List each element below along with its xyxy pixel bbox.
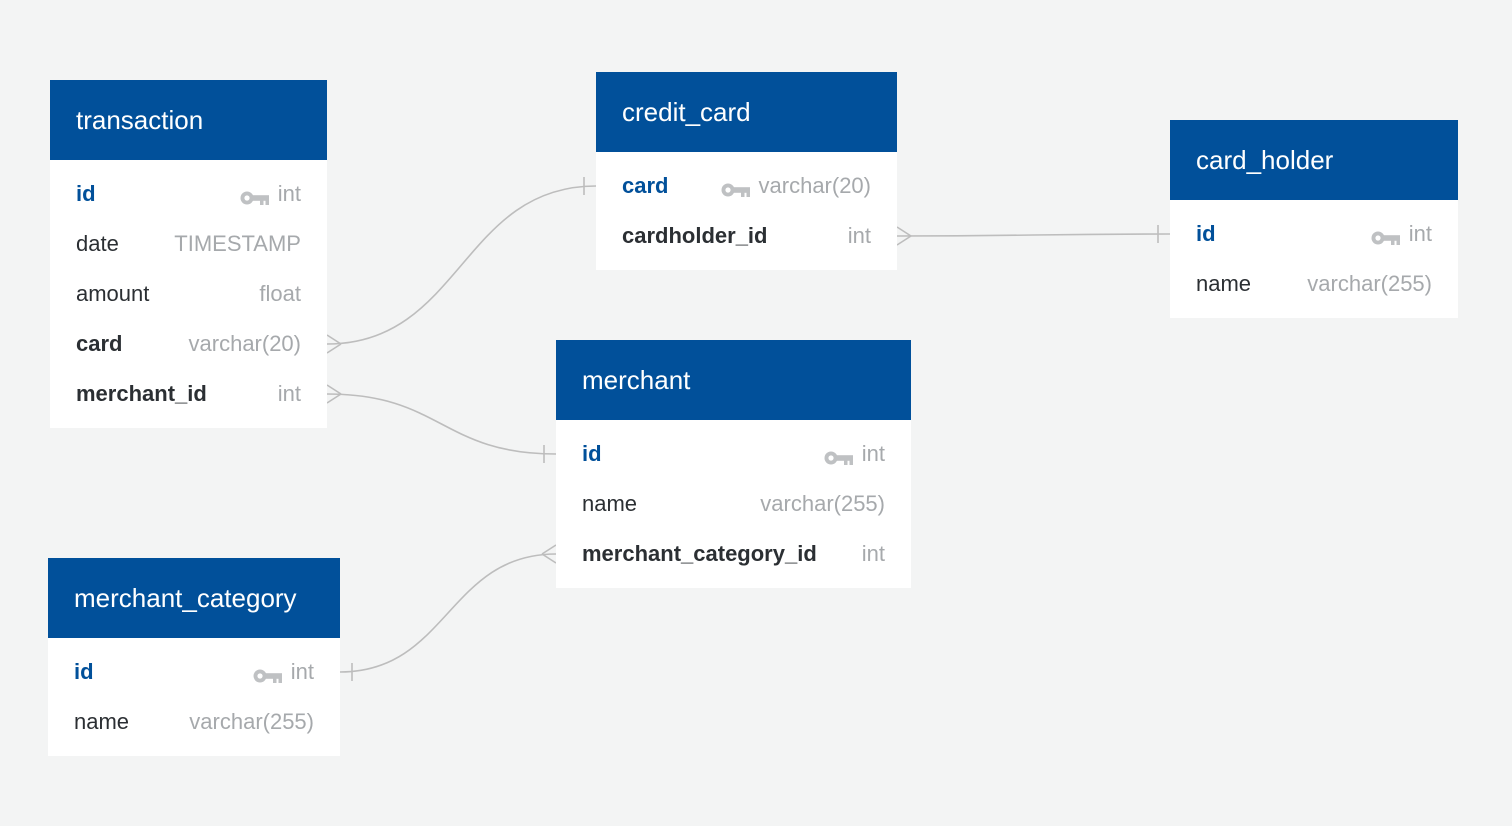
column-meta: int xyxy=(278,381,301,407)
column-type: varchar(255) xyxy=(760,491,885,516)
column-type: int xyxy=(861,441,885,466)
table-columns: card varchar(20) cardholder_id int xyxy=(596,152,897,270)
column-name: id xyxy=(76,181,96,206)
column-meta: int xyxy=(862,541,885,567)
table-columns: id int name varchar(255) merchant_category_i… xyxy=(556,420,911,588)
column-name: amount xyxy=(76,281,150,306)
column-row[interactable]: name varchar(255) xyxy=(1170,259,1458,309)
column-meta: varchar(255) xyxy=(760,491,885,517)
column-name: name xyxy=(74,709,130,734)
column-meta: varchar(20) xyxy=(721,173,871,199)
column-name: id xyxy=(582,441,602,466)
table-title: merchant_category xyxy=(48,558,340,638)
crows-foot-icon xyxy=(541,544,557,564)
relationship-connector xyxy=(896,225,1171,246)
column-row[interactable]: id int xyxy=(556,429,911,479)
column-meta: varchar(20) xyxy=(189,331,301,357)
column-type: int xyxy=(861,541,885,566)
column-type: int xyxy=(1408,221,1432,246)
connector-line xyxy=(326,393,557,455)
column-row[interactable]: date TIMESTAMP xyxy=(50,219,327,269)
column-meta: TIMESTAMP xyxy=(174,231,301,257)
column-name: card xyxy=(76,331,123,356)
column-row[interactable]: id int xyxy=(1170,209,1458,259)
column-name: name xyxy=(1196,271,1252,296)
relationship-connector xyxy=(326,177,597,354)
column-type: int xyxy=(847,223,871,248)
column-type: int xyxy=(277,181,301,206)
column-name: name xyxy=(582,491,638,516)
column-type: varchar(20) xyxy=(188,331,301,356)
relationship-connector xyxy=(339,544,557,681)
column-meta: int xyxy=(253,659,314,685)
relationship-connector xyxy=(326,384,557,463)
column-meta: varchar(255) xyxy=(189,709,314,735)
table-title: credit_card xyxy=(596,72,897,152)
table-title: transaction xyxy=(50,80,327,160)
column-row[interactable]: merchant_id int xyxy=(50,369,327,419)
column-type: varchar(20) xyxy=(758,173,871,198)
column-type: varchar(255) xyxy=(1307,271,1432,296)
table-merchant[interactable]: merchant id int name varchar(255) merchant_ca… xyxy=(556,340,911,588)
column-name: merchant_id xyxy=(76,381,207,406)
table-columns: id int date TIMESTAMP amount float card varchar… xyxy=(50,160,327,428)
key-icon xyxy=(240,186,270,205)
table-title: card_holder xyxy=(1170,120,1458,200)
key-icon xyxy=(253,664,283,683)
column-meta: float xyxy=(259,281,301,307)
column-name: card xyxy=(622,173,669,198)
column-row[interactable]: card varchar(20) xyxy=(596,161,897,211)
column-meta: int xyxy=(824,441,885,467)
table-columns: id int name varchar(255) xyxy=(1170,200,1458,318)
column-type: int xyxy=(277,381,301,406)
key-icon xyxy=(824,446,854,465)
column-row[interactable]: amount float xyxy=(50,269,327,319)
crows-foot-icon xyxy=(896,226,912,246)
table-title: merchant xyxy=(556,340,911,420)
column-meta: int xyxy=(1371,221,1432,247)
key-icon xyxy=(1371,226,1401,245)
key-icon xyxy=(721,178,751,197)
column-meta: varchar(255) xyxy=(1307,271,1432,297)
table-transaction[interactable]: transaction id int date TIMESTAMP amount float… xyxy=(50,80,327,428)
connector-line xyxy=(326,185,597,345)
column-row[interactable]: name varchar(255) xyxy=(556,479,911,529)
column-row[interactable]: cardholder_id int xyxy=(596,211,897,261)
column-name: id xyxy=(74,659,94,684)
column-row[interactable]: id int xyxy=(48,647,340,697)
column-name: merchant_category_id xyxy=(582,541,817,566)
column-type: TIMESTAMP xyxy=(174,231,301,256)
connector-line xyxy=(339,553,557,673)
column-meta: int xyxy=(848,223,871,249)
column-type: varchar(255) xyxy=(189,709,314,734)
column-type: float xyxy=(259,281,301,306)
column-meta: int xyxy=(240,181,301,207)
connector-line xyxy=(896,233,1171,237)
column-name: cardholder_id xyxy=(622,223,768,248)
column-type: int xyxy=(290,659,314,684)
column-row[interactable]: id int xyxy=(50,169,327,219)
table-columns: id int name varchar(255) xyxy=(48,638,340,756)
column-row[interactable]: merchant_category_id int xyxy=(556,529,911,579)
column-name: date xyxy=(76,231,119,256)
crows-foot-icon xyxy=(326,384,342,404)
crows-foot-icon xyxy=(326,334,342,354)
column-row[interactable]: card varchar(20) xyxy=(50,319,327,369)
column-row[interactable]: name varchar(255) xyxy=(48,697,340,747)
column-name: id xyxy=(1196,221,1216,246)
